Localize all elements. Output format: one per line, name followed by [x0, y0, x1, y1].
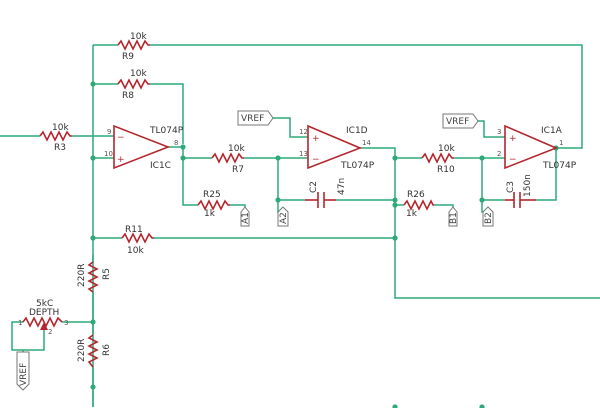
r3-value: 10k: [52, 123, 69, 133]
net-flag-vref-1[interactable]: VREF: [237, 110, 274, 126]
junctions: [90, 81, 559, 408]
net-flag-a1[interactable]: A1: [240, 206, 251, 227]
r25-value: 1k: [204, 209, 216, 219]
ic1a-plus-sign: +: [509, 134, 517, 144]
opamp-ic1a[interactable]: + − 3 2 1 IC1A TL074P: [497, 124, 577, 171]
ic1a-part: TL074P: [542, 161, 577, 171]
r8-name: R8: [122, 91, 134, 101]
net-flag-b1[interactable]: B1: [448, 206, 459, 227]
resistor-r11[interactable]: R11 10k: [121, 225, 154, 256]
b2-label: B2: [484, 212, 494, 224]
ic1d-pin-inv: 13: [299, 150, 308, 158]
a1-label: A1: [241, 212, 251, 224]
r10-value: 10k: [438, 144, 455, 154]
r11-value: 10k: [127, 246, 144, 256]
ic1d-name: IC1D: [346, 126, 368, 136]
resistor-r6[interactable]: 220R R6: [77, 334, 112, 368]
ic1a-pin-out: 1: [559, 139, 563, 147]
c3-value: 150n: [523, 174, 533, 197]
ic1c-part: TL074P: [149, 126, 184, 136]
r9-name: R9: [122, 52, 134, 62]
ic1c-plus-sign: +: [117, 155, 125, 165]
resistor-r3[interactable]: 10k R3: [39, 123, 72, 153]
ic1d-part: TL074P: [340, 161, 375, 171]
ic1c-pin-inv: 9: [107, 128, 111, 136]
vref-label-1: VREF: [241, 114, 264, 124]
resistor-r10[interactable]: 10k R10: [421, 144, 455, 175]
resistor-r5[interactable]: 220R R5: [77, 261, 112, 293]
opamp-ic1c[interactable]: − + 9 10 8 TL074P IC1C: [104, 124, 184, 171]
r10-name: R10: [437, 165, 455, 175]
pot-value: 5kC: [36, 299, 53, 309]
ic1d-pin-noninv: 12: [299, 128, 308, 136]
ic1c-name: IC1C: [150, 161, 171, 171]
resistor-r8[interactable]: 10k R8: [117, 69, 150, 101]
r7-name: R7: [232, 165, 244, 175]
r5-value: 220R: [77, 264, 87, 287]
resistor-r7[interactable]: 10k R7: [211, 144, 245, 175]
c3-name: C3: [506, 181, 516, 193]
c2-value: 47n: [337, 178, 347, 195]
ic1d-minus-sign: −: [312, 155, 320, 165]
ic1a-minus-sign: −: [509, 155, 517, 165]
pot-pin2: 2: [48, 328, 52, 336]
pot-pin3: 3: [64, 319, 68, 327]
pot-pin1: 1: [18, 319, 22, 327]
vref-label-2: VREF: [446, 117, 469, 127]
resistor-r9[interactable]: 10k R9: [117, 32, 150, 62]
net-flag-b2[interactable]: B2: [482, 206, 494, 227]
potentiometer-depth[interactable]: 5kC DEPTH 1 2 3: [18, 299, 68, 336]
r11-name: R11: [125, 225, 143, 235]
resistor-r25[interactable]: R25 1k: [197, 190, 230, 219]
r6-value: 220R: [77, 339, 87, 362]
ic1c-pin-noninv: 10: [104, 150, 113, 158]
b1-label: B1: [449, 212, 459, 224]
r5-name: R5: [102, 268, 112, 280]
vref-label-3: VREF: [19, 363, 29, 386]
pot-name: DEPTH: [29, 308, 59, 318]
ic1d-pin-out: 14: [362, 139, 371, 147]
resistor-r26[interactable]: R26 1k: [403, 190, 434, 219]
r26-value: 1k: [406, 209, 418, 219]
capacitor-c3[interactable]: C3 150n: [505, 174, 536, 208]
opamp-ic1d[interactable]: + − 12 13 14 IC1D TL074P: [299, 124, 375, 171]
ic1d-plus-sign: +: [312, 134, 320, 144]
ic1a-pin-inv: 2: [497, 150, 501, 158]
r26-name: R26: [407, 190, 425, 200]
net-flag-vref-3[interactable]: VREF: [16, 351, 30, 391]
r8-value: 10k: [130, 69, 147, 79]
a2-label: A2: [279, 212, 289, 224]
net-flag-a2[interactable]: A2: [277, 206, 289, 227]
r6-name: R6: [102, 344, 112, 356]
c2-name: C2: [309, 181, 319, 193]
r25-name: R25: [203, 190, 221, 200]
ic1a-pin-noninv: 3: [497, 128, 501, 136]
ic1c-pin-out: 8: [174, 139, 178, 147]
ic1a-name: IC1A: [541, 126, 563, 136]
r7-value: 10k: [228, 144, 245, 154]
capacitor-c2[interactable]: C2 47n: [305, 178, 347, 208]
net-flag-vref-2[interactable]: VREF: [442, 113, 479, 129]
wiper-arrow-icon: [40, 322, 48, 330]
r9-value: 10k: [130, 32, 147, 42]
r3-name: R3: [54, 143, 66, 153]
ic1c-minus-sign: −: [117, 133, 125, 143]
